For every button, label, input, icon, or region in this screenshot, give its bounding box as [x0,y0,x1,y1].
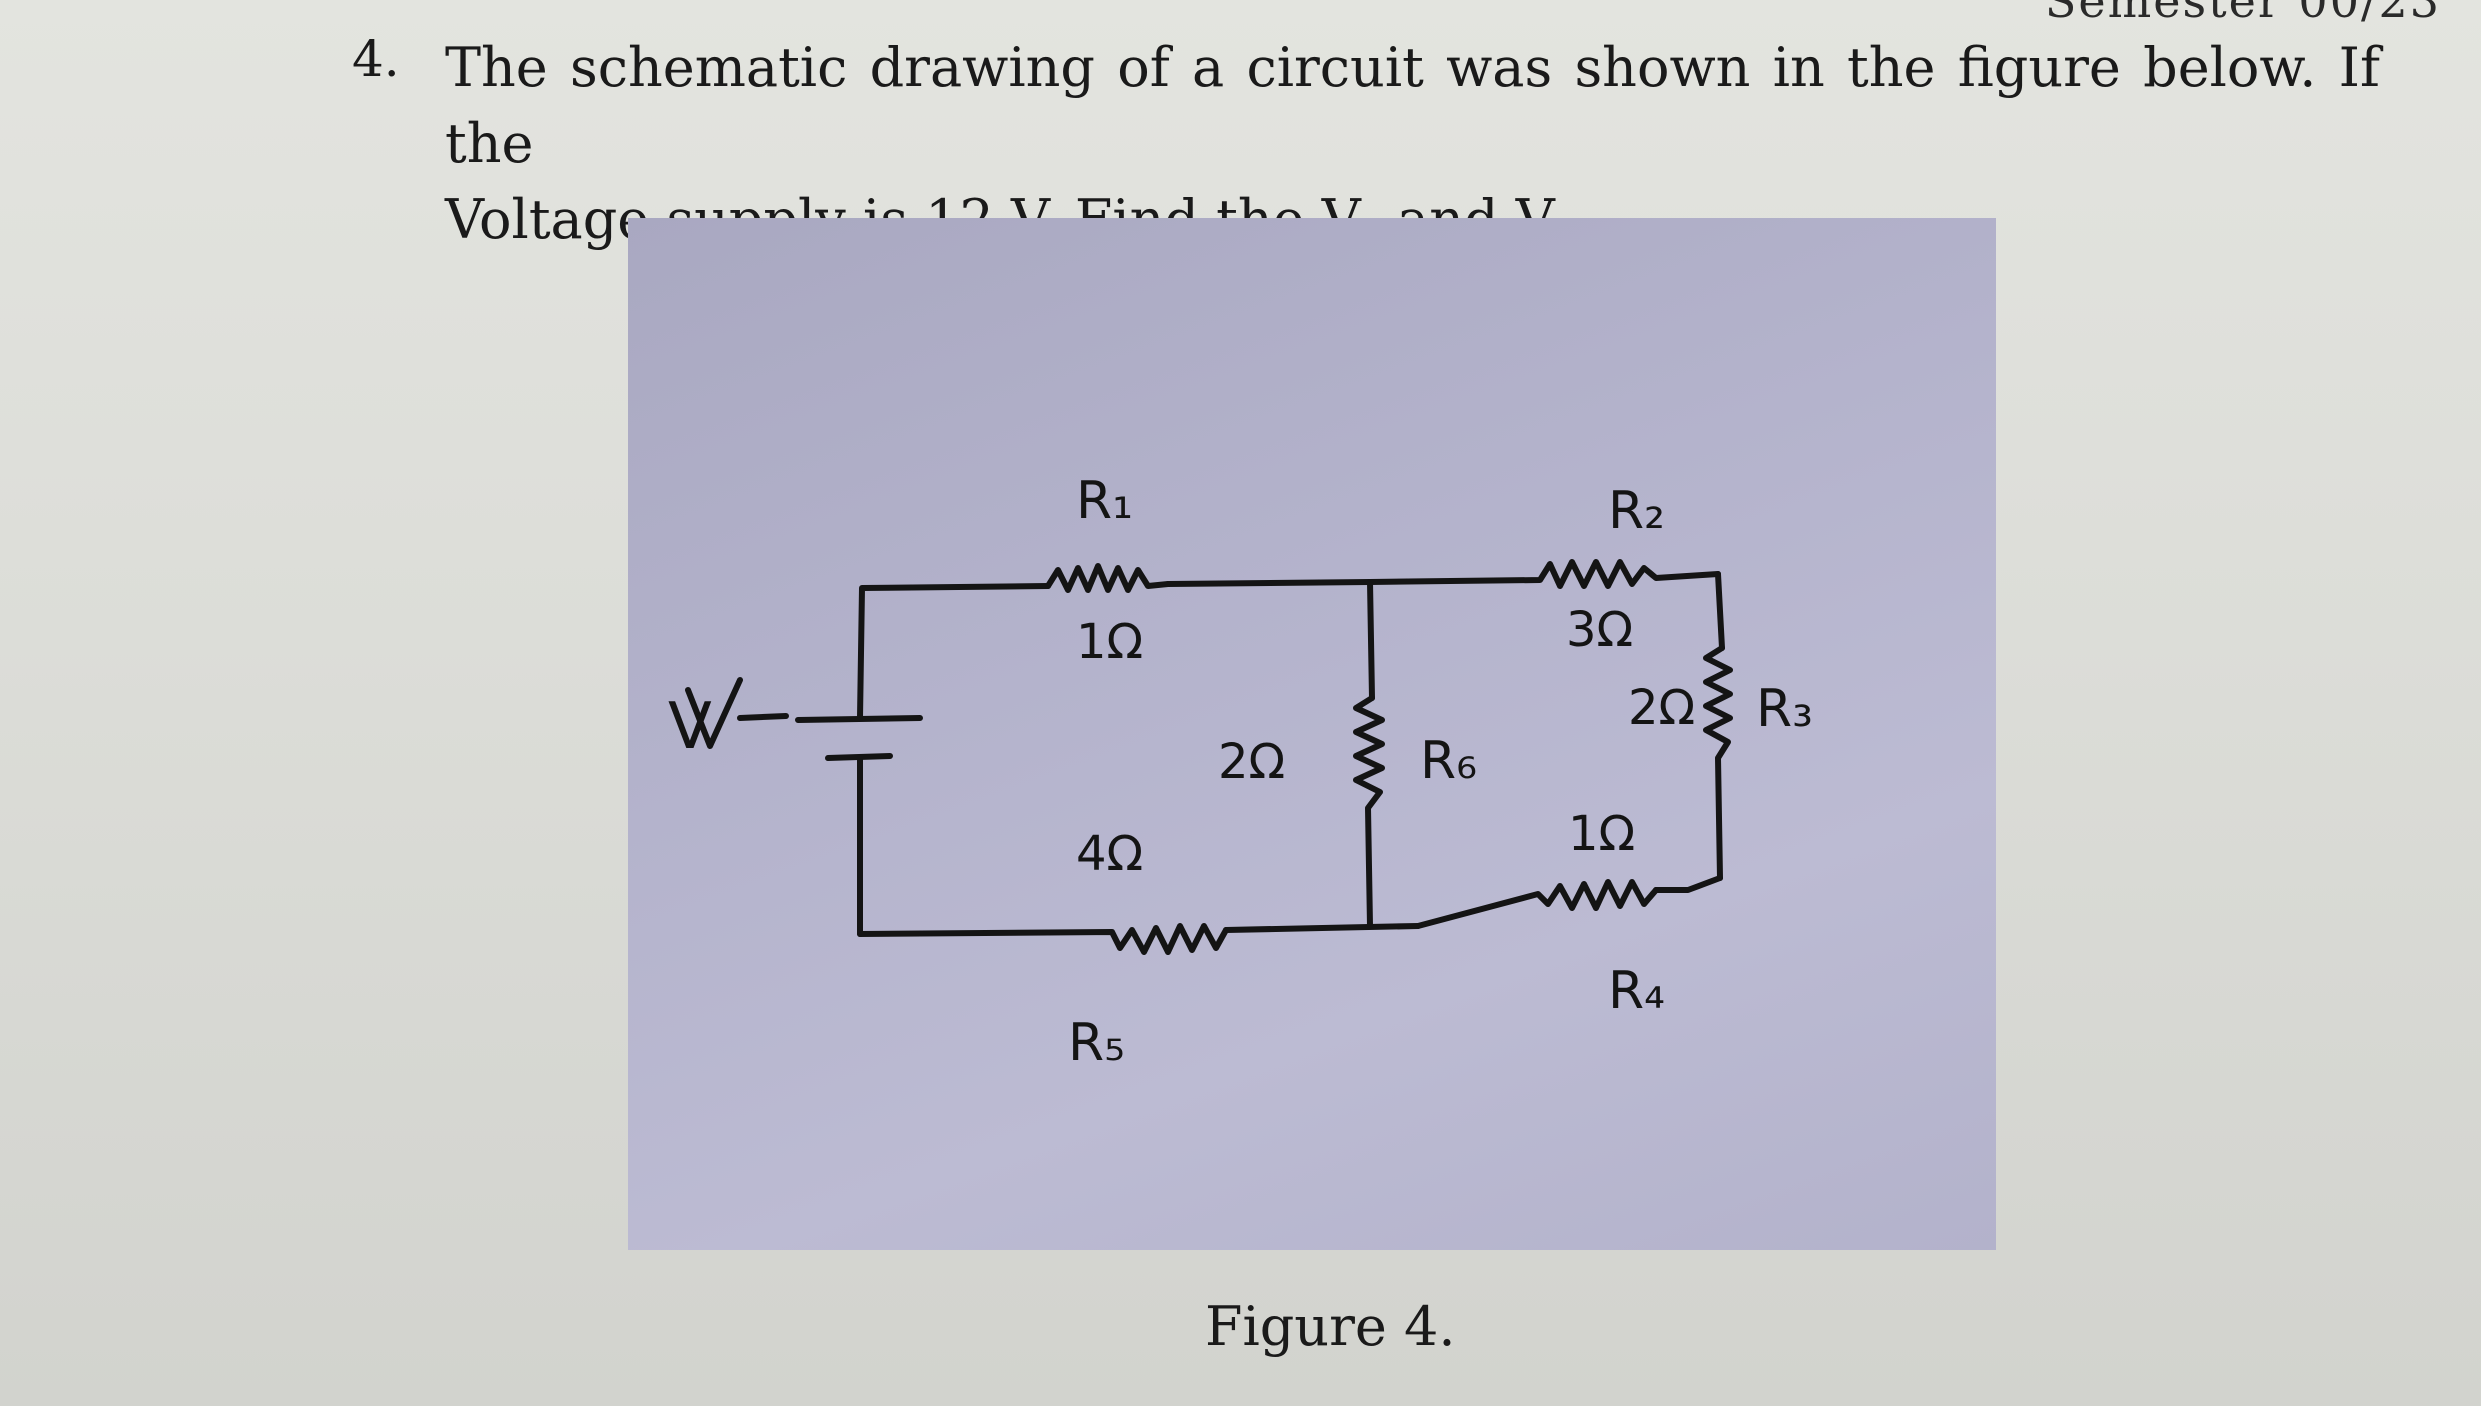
resistor-r5 [857,923,1229,955]
page-header-fragment: Semester 00/23 [2044,0,2441,28]
label-source: V [668,690,712,764]
voltage-arrow [685,677,789,749]
battery-long-plate [795,715,923,723]
label-r3-value: 2Ω [1628,680,1695,736]
wire-middle-top [1367,579,1375,701]
question-line-1: The schematic drawing of a circuit was s… [445,36,2380,175]
resistor-r3 [1703,645,1733,881]
resistor-r1 [1045,563,1171,593]
figure-caption: Figure 4. [1205,1295,1456,1358]
resistor-r2 [1367,559,1721,589]
label-r1-name: R₁ [1076,471,1133,531]
label-r6-value: 2Ω [1218,734,1285,790]
resistor-r6 [1353,695,1385,929]
label-r2-name: R₂ [1608,481,1665,541]
label-r2-value: 3Ω [1566,602,1633,658]
wire-right-top [1715,571,1725,651]
circuit-figure: V R₁ 1Ω R₂ 3Ω R₃ 2Ω R₄ 1Ω R₅ 4Ω R₆ 2Ω [628,218,1996,1250]
resistor-r4 [1415,879,1659,929]
question-number: 4. [352,30,400,88]
wire-left-top [857,583,1051,721]
label-r6-name: R₆ [1420,731,1477,791]
wire-top-middle [1165,579,1373,587]
wire-bottom-middle [1223,923,1421,933]
circuit-schematic: V R₁ 1Ω R₂ 3Ω R₃ 2Ω R₄ 1Ω R₅ 4Ω R₆ 2Ω [668,471,1813,1073]
label-r5-name: R₅ [1068,1013,1125,1073]
label-r3-name: R₃ [1756,679,1813,739]
label-r4-value: 1Ω [1568,806,1635,862]
label-r1-value: 1Ω [1076,614,1143,670]
label-r5-value: 4Ω [1076,826,1143,882]
wire-right-bottom [1653,875,1723,893]
label-r4-name: R₄ [1608,961,1665,1021]
battery-short-plate [825,753,893,761]
